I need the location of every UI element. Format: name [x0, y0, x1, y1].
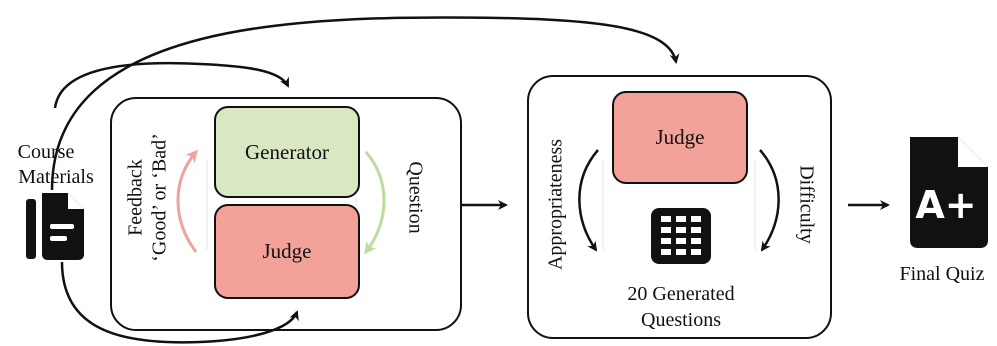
appropriateness-label: Appropriateness: [544, 138, 567, 271]
feedback-label-line2: ‘Good’ or ‘Bad’: [148, 133, 171, 262]
arrow-materials-to-selection: [50, 16, 680, 191]
feedback-label-line1: Feedback: [124, 159, 147, 236]
judge-agent-loop: Judge: [214, 204, 360, 299]
difficulty-arrow: [759, 149, 780, 252]
selection-box: [527, 75, 832, 339]
document-icon: [26, 193, 84, 260]
generation-loop-box: [110, 97, 462, 331]
generator-agent: Generator: [214, 106, 360, 198]
final-quiz-label: Final Quiz: [899, 263, 985, 285]
feedback-arrow: [176, 149, 198, 253]
grid-icon: [651, 208, 711, 264]
question-arrow: [364, 151, 386, 255]
generated-questions-line1: 20 Generated: [627, 283, 735, 305]
question-label: Question: [404, 161, 427, 234]
judge-agent-selection: Judge: [612, 91, 748, 184]
arrow-materials-to-loop-bottom: [60, 261, 299, 344]
course-materials-label-line1: Course: [17, 141, 75, 163]
grade-text: A+: [915, 183, 976, 227]
difficulty-label: Difficulty: [795, 165, 818, 244]
generated-questions-line2: Questions: [641, 309, 721, 331]
arrow-materials-to-loop-top: [53, 61, 290, 109]
appropriateness-arrow: [578, 149, 599, 252]
grade-document-icon: A+: [910, 137, 988, 248]
course-materials-label-line2: Materials: [18, 166, 94, 188]
